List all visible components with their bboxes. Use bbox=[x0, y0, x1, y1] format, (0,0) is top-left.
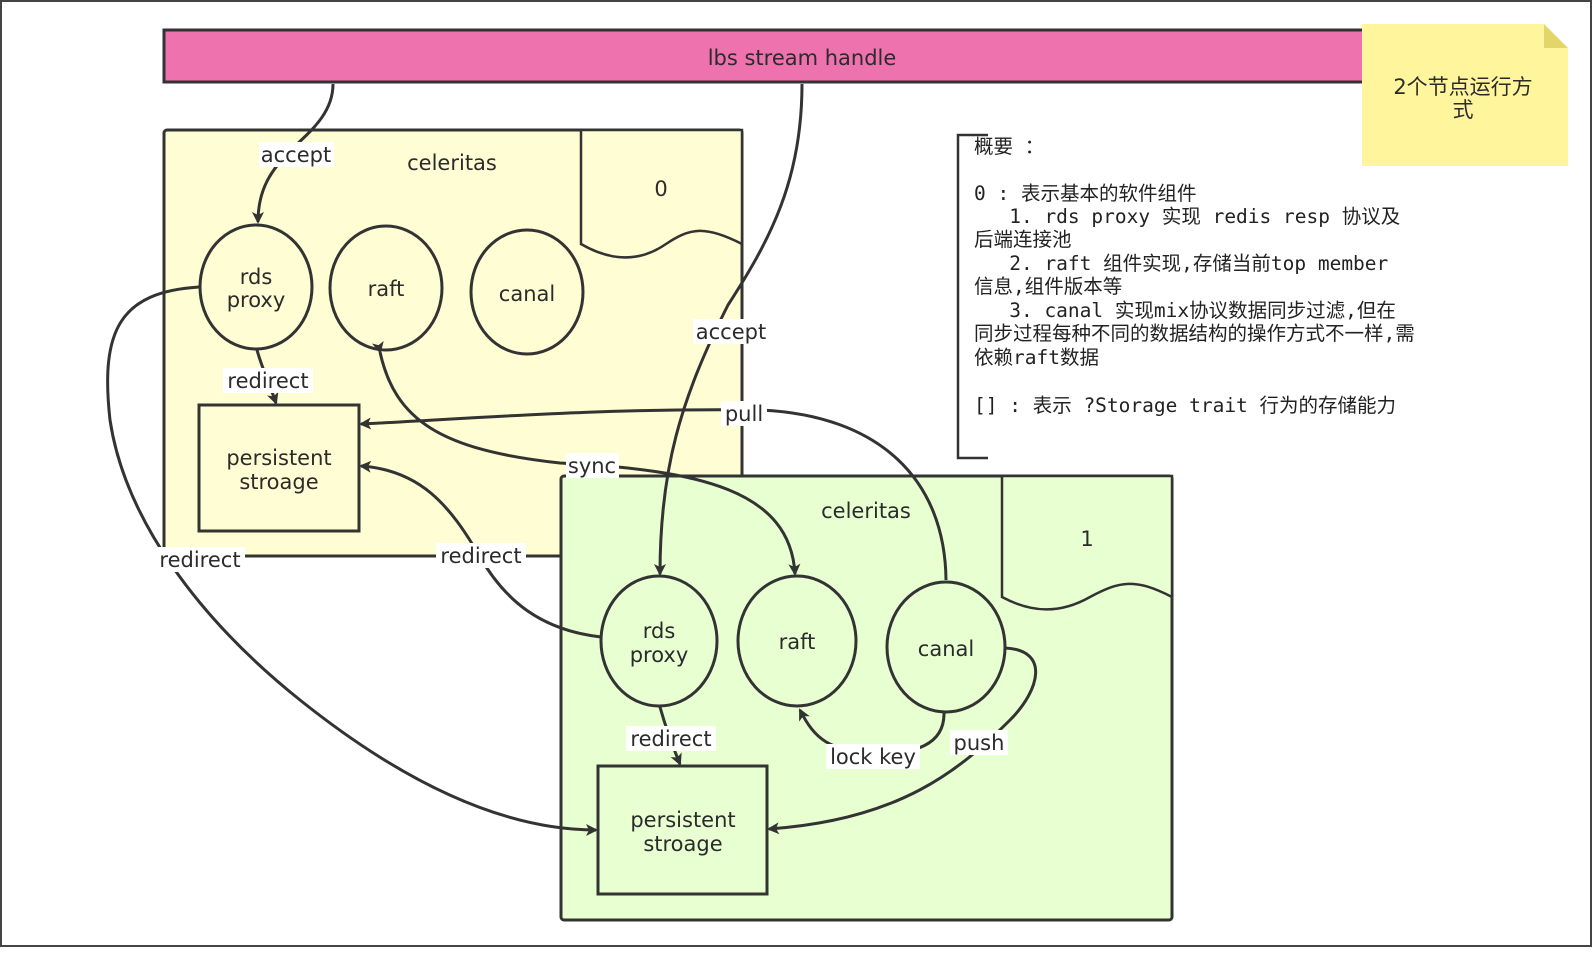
node-0-storage[interactable]: persistent stroage bbox=[197, 403, 361, 533]
summary-line-5: 后端连接池 bbox=[974, 228, 1072, 251]
node-0-canal-label: canal bbox=[499, 282, 555, 306]
node-1-title: celeritas bbox=[821, 499, 911, 523]
stream-handle[interactable]: lbs stream handle bbox=[162, 28, 1436, 84]
summary-line-1: 概要 ： bbox=[974, 135, 1044, 158]
node-0-canal[interactable]: canal bbox=[469, 228, 585, 356]
summary-line-9: 同步过程每种不同的数据结构的操作方式不一样,需 bbox=[974, 322, 1415, 345]
edge-label-pull: pull bbox=[725, 402, 763, 426]
summary-line-3: 0 : 表示基本的软件组件 bbox=[974, 182, 1196, 205]
edge-redirect-cross-a[interactable] bbox=[106, 285, 598, 836]
summary-note: 概要 ： 0 : 表示基本的软件组件 1. rds proxy 实现 redis… bbox=[956, 133, 1415, 460]
node-0-storage-line-1: persistent bbox=[226, 446, 331, 470]
sticky-note-line-2: 式 bbox=[1453, 98, 1474, 122]
edge-label-sync: sync bbox=[568, 454, 616, 478]
node-0-rds-proxy[interactable]: rds proxy bbox=[198, 223, 314, 351]
node-1-raft-label: raft bbox=[779, 630, 816, 654]
edge-label-redirect-1: redirect bbox=[630, 727, 711, 751]
node-0-raft[interactable]: raft bbox=[328, 224, 444, 352]
summary-line-10: 依赖raft数据 bbox=[974, 346, 1099, 369]
node-1-id: 1 bbox=[1080, 527, 1093, 551]
edge-label-redirect-cross-a: redirect bbox=[159, 548, 240, 572]
stream-handle-label: lbs stream handle bbox=[708, 46, 897, 70]
node-0-storage-line-2: stroage bbox=[239, 470, 318, 494]
node-0-raft-label: raft bbox=[368, 277, 405, 301]
edge-sync[interactable] bbox=[371, 340, 801, 576]
node-1-rds-proxy-line-1: rds bbox=[643, 619, 676, 643]
edge-label-lock-key: lock key bbox=[830, 745, 916, 769]
sticky-note-line-1: 2个节点运行方 bbox=[1393, 75, 1532, 99]
summary-line-7: 信息,组件版本等 bbox=[974, 275, 1122, 298]
node-0-id: 0 bbox=[654, 177, 667, 201]
summary-line-6: 2. raft 组件实现,存储当前top member bbox=[974, 252, 1388, 275]
summary-line-12: [] : 表示 ?Storage trait 行为的存储能力 bbox=[974, 394, 1396, 417]
summary-line-4: 1. rds proxy 实现 redis resp 协议及 bbox=[974, 205, 1400, 228]
node-1-storage-line-1: persistent bbox=[630, 808, 735, 832]
edge-labels: accept accept redirect redirect redirect… bbox=[155, 142, 1008, 769]
node-0-rds-proxy-line-1: rds bbox=[240, 265, 273, 289]
node-0-rds-proxy-line-2: proxy bbox=[227, 288, 286, 312]
edge-label-redirect-cross-b: redirect bbox=[440, 544, 521, 568]
edge-label-accept-1: accept bbox=[696, 320, 766, 344]
page-frame bbox=[0, 0, 1592, 947]
node-1-storage-line-2: stroage bbox=[643, 832, 722, 856]
edge-label-redirect-0: redirect bbox=[227, 369, 308, 393]
node-0-title: celeritas bbox=[407, 151, 497, 175]
node-1-rds-proxy-line-2: proxy bbox=[630, 643, 689, 667]
summary-line-8: 3. canal 实现mix协议数据同步过滤,但在 bbox=[974, 299, 1396, 322]
node-1-canal[interactable]: canal bbox=[885, 580, 1007, 714]
sticky-note[interactable]: 2个节点运行方 式 bbox=[1362, 24, 1568, 166]
edge-label-accept-0: accept bbox=[261, 143, 331, 167]
edge-label-push: push bbox=[954, 731, 1005, 755]
node-1-raft[interactable]: raft bbox=[736, 574, 858, 708]
node-1-storage[interactable]: persistent stroage bbox=[596, 764, 769, 896]
node-1-canal-label: canal bbox=[918, 637, 974, 661]
node-1-rds-proxy[interactable]: rds proxy bbox=[599, 574, 719, 708]
